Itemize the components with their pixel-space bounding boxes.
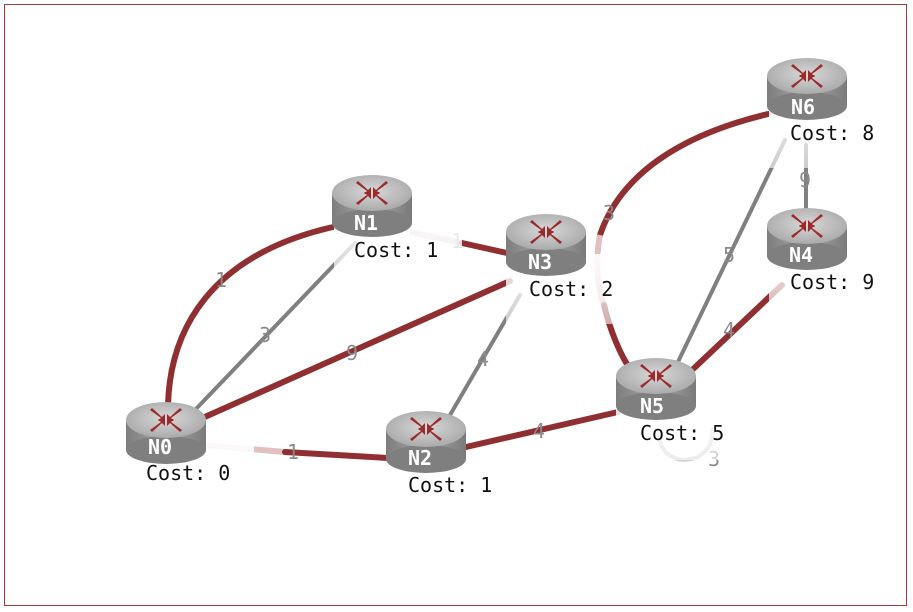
edge-n5-n6[interactable]: [674, 138, 787, 368]
edge-n1-n3[interactable]: [459, 240, 510, 256]
node-cost: Cost: 9: [790, 270, 874, 294]
weight-n0-n1-alt: 3: [259, 323, 271, 347]
edge-n0-n1-alt[interactable]: [193, 241, 357, 412]
edge-n2-n5[interactable]: [463, 409, 621, 450]
router-icon: [332, 175, 412, 237]
node-n0[interactable]: N0 Cost: 0: [126, 402, 254, 512]
node-cost: Cost: 1: [408, 473, 492, 497]
node-name: N6: [791, 95, 815, 119]
weight-n0-n3: 9: [346, 341, 358, 365]
weight-n2-n5: 4: [533, 419, 545, 443]
router-icon: [616, 358, 696, 420]
weight-n2-n3: 4: [477, 347, 489, 371]
router-icon: [386, 411, 466, 473]
weight-n0-n2: 1: [287, 440, 299, 464]
node-n4[interactable]: N4 Cost: 9: [767, 208, 875, 318]
node-name: N4: [789, 243, 813, 267]
node-name: N1: [354, 211, 378, 235]
node-name: N2: [408, 446, 432, 470]
node-n5[interactable]: N5 Cost: 5: [616, 358, 744, 460]
router-icon: [767, 208, 847, 270]
nodes: N0 Cost: 0 N1 Cost: 1 N2: [126, 58, 875, 521]
node-n6[interactable]: N6 Cost: 8: [767, 58, 875, 168]
weight-n0-n1: 1: [215, 268, 227, 292]
node-cost: Cost: 1: [354, 238, 438, 262]
weight-n5-n6: 5: [723, 243, 735, 267]
weight-n5-n4: 4: [723, 318, 735, 342]
node-cost: Cost: 2: [529, 277, 613, 301]
node-cost: Cost: 5: [640, 421, 724, 445]
node-name: N5: [640, 394, 664, 418]
node-n2[interactable]: N2 Cost: 1: [386, 411, 516, 521]
node-n3[interactable]: N3 Cost: 2: [506, 214, 634, 324]
weight-n6-n4: 9: [799, 168, 811, 192]
edge-n0-n3[interactable]: [195, 278, 513, 423]
router-icon: [506, 214, 586, 276]
node-cost: Cost: 8: [790, 121, 874, 145]
node-name: N3: [528, 250, 552, 274]
edges: [165, 111, 808, 462]
edge-n5-n4[interactable]: [687, 282, 785, 375]
node-name: N0: [148, 435, 172, 459]
router-icon: [767, 58, 847, 120]
node-n1[interactable]: N1 Cost: 1: [332, 175, 462, 285]
weight-n3-n6: 3: [603, 201, 615, 225]
router-icon: [126, 402, 206, 464]
edge-n0-n1[interactable]: [165, 224, 336, 408]
node-cost: Cost: 0: [146, 461, 230, 485]
edge-n3-n6[interactable]: [597, 111, 771, 238]
edge-n0-n2[interactable]: [282, 449, 391, 461]
